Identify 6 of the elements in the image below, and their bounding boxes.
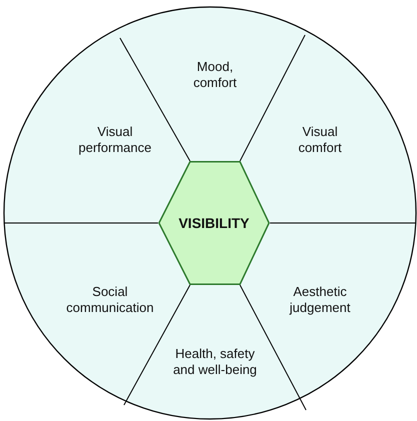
sector-label: Visual comfort — [285, 120, 355, 160]
sector-label: Mood, comfort — [175, 55, 255, 95]
sector-label: Visual performance — [60, 120, 170, 160]
sector-label: Health, safety and well-being — [165, 342, 265, 382]
sector-label: Aesthetic judgement — [270, 280, 370, 320]
center-hexagon: VISIBILITY — [158, 161, 270, 285]
